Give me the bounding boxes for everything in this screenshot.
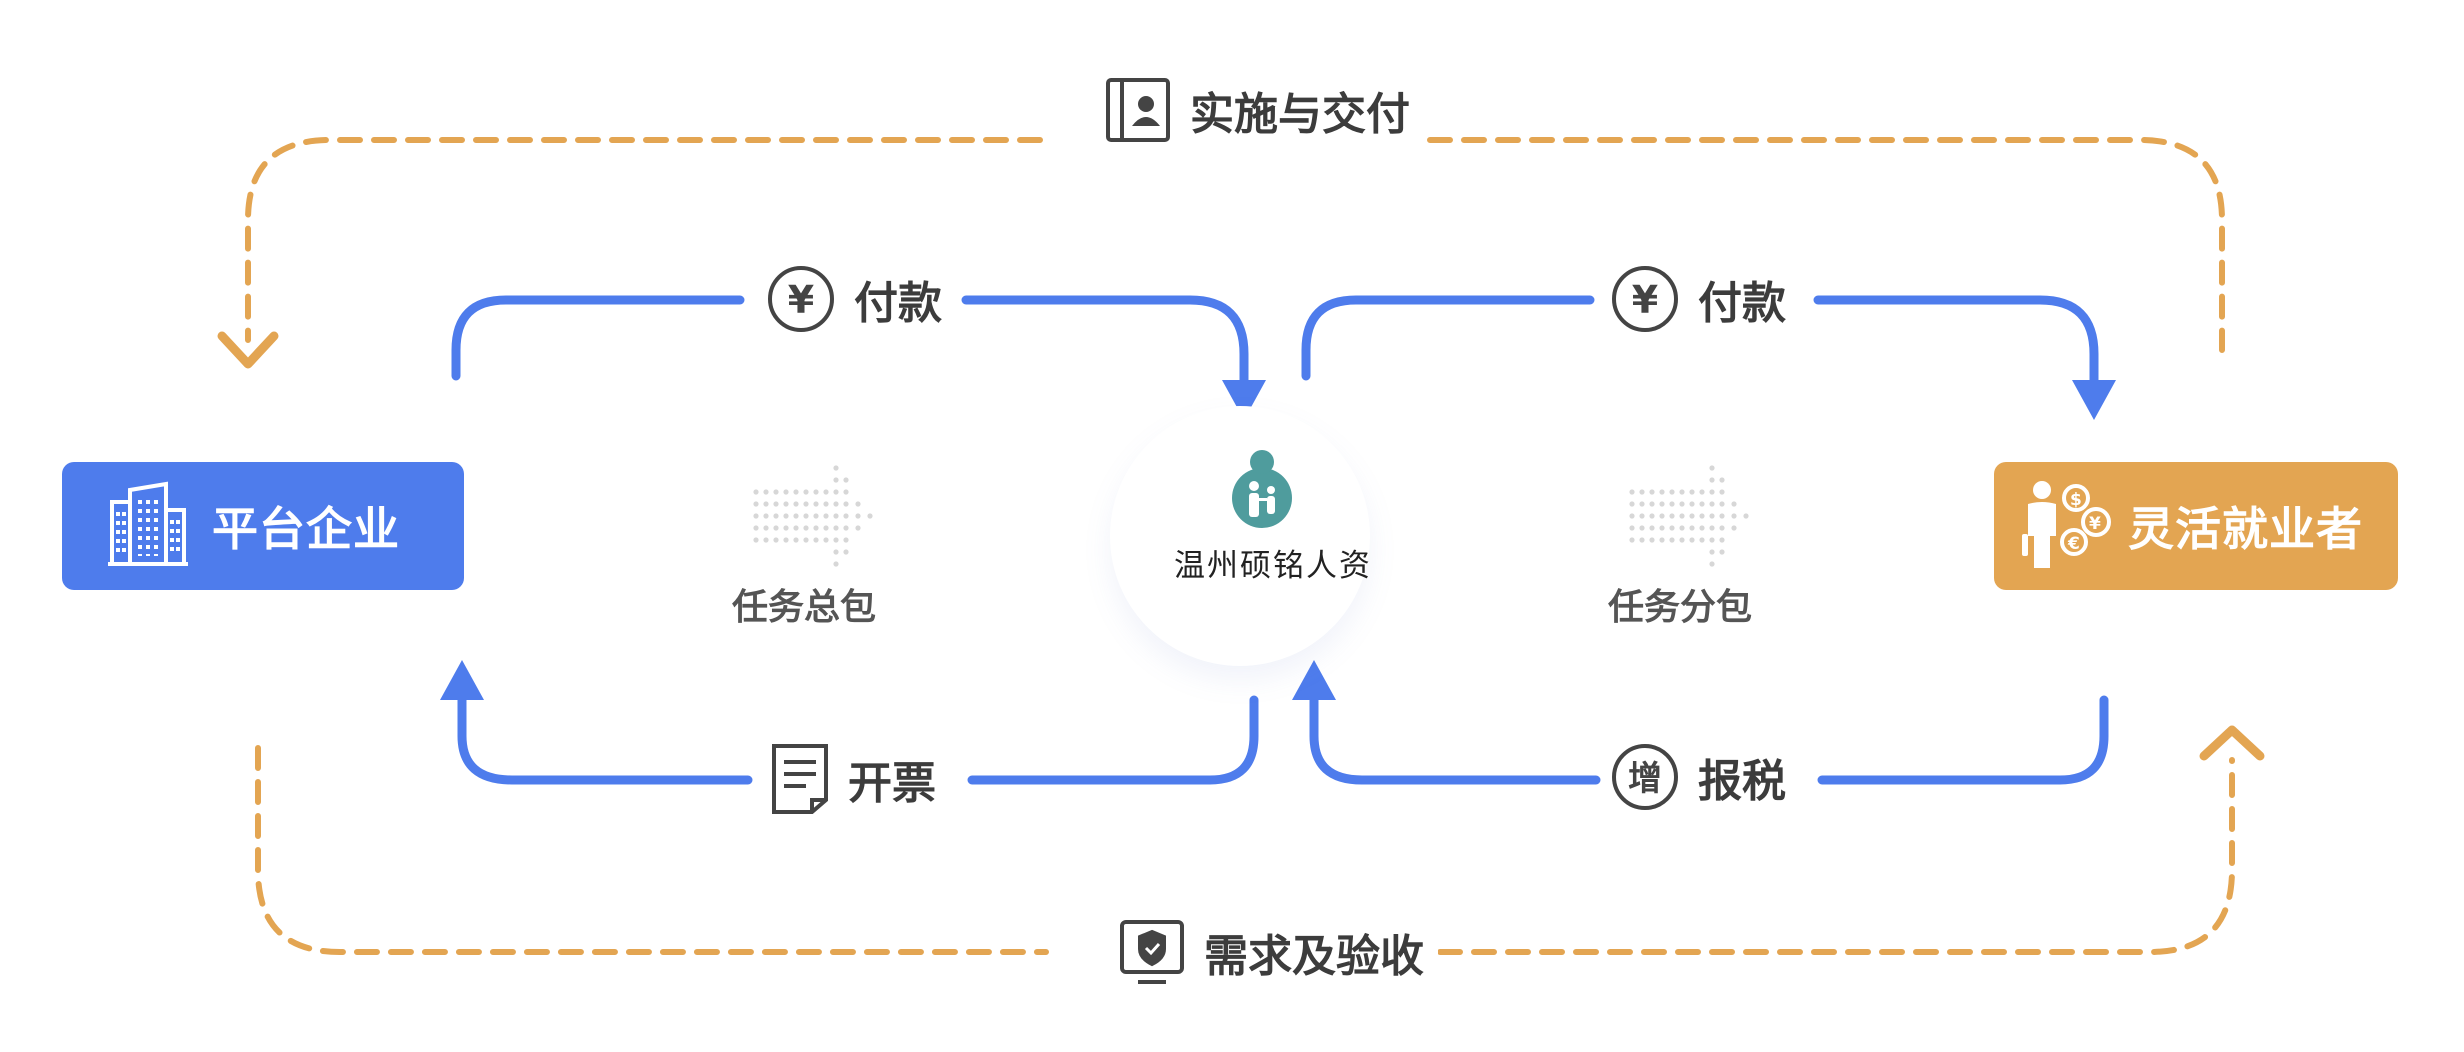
pay-right-path xyxy=(1301,295,2099,389)
document-icon xyxy=(770,742,830,816)
flow-label-delivery-text: 实施与交付 xyxy=(1190,89,1410,140)
flow-label-pay-right-text: 付款 xyxy=(1698,278,1786,329)
invoice-path xyxy=(457,691,1259,785)
shield-check-icon xyxy=(1118,918,1186,986)
flow-label-invoice-text: 开票 xyxy=(848,758,936,809)
zeng-circle-icon: 增 xyxy=(1610,742,1680,812)
company-name: 温州硕铭人资 xyxy=(1174,548,1372,584)
outer-arrowhead-down xyxy=(217,331,279,369)
pay-left-path xyxy=(451,295,1249,389)
freelancer-label: 灵活就业者 xyxy=(2128,502,2363,556)
pay-right-arrowhead xyxy=(2072,380,2116,420)
worker-coins-icon: $ ¥ € xyxy=(2020,476,2112,576)
flow-label-invoice: 开票 xyxy=(762,742,944,816)
dotted-arrow-icon-right xyxy=(1629,465,1749,567)
outer-top-left-path xyxy=(245,137,1043,343)
task-split-label: 任务分包 xyxy=(1608,587,1753,628)
platform-node: 平台企业 xyxy=(62,462,464,590)
outer-top-right-path xyxy=(1427,137,2225,353)
platform-label: 平台企业 xyxy=(212,502,400,556)
flow-label-pay-left: ¥ 付款 xyxy=(760,264,948,334)
invoice-arrowhead xyxy=(440,660,484,700)
svg-text:$: $ xyxy=(2070,490,2082,510)
svg-text:¥: ¥ xyxy=(1632,278,1658,322)
outer-bottom-right-path xyxy=(1437,757,2235,955)
center-hub xyxy=(1110,406,1370,666)
tax-path xyxy=(1309,691,2109,785)
flow-label-acceptance: 需求及验收 xyxy=(1104,918,1438,986)
svg-text:增: 增 xyxy=(1628,759,1662,799)
pay-left-arrowhead xyxy=(1222,380,1266,420)
tax-arrowhead xyxy=(1292,660,1336,700)
dotted-arrow-icon-left xyxy=(753,465,873,567)
svg-text:€: € xyxy=(2067,534,2080,554)
yuan-circle-icon: ¥ xyxy=(766,264,836,334)
flow-label-tax: 增 报税 xyxy=(1604,742,1792,812)
outer-arrowhead-up xyxy=(2199,725,2265,761)
flow-label-tax-text: 报税 xyxy=(1698,756,1786,807)
freelancer-node: $ ¥ € 灵活就业者 xyxy=(1994,462,2398,590)
id-card-icon xyxy=(1104,76,1172,144)
svg-text:¥: ¥ xyxy=(2089,514,2101,534)
svg-text:¥: ¥ xyxy=(788,278,814,322)
flow-label-pay-left-text: 付款 xyxy=(854,278,942,329)
family-logo-icon xyxy=(1230,448,1294,534)
flow-label-pay-right: ¥ 付款 xyxy=(1604,264,1792,334)
building-icon xyxy=(106,480,190,572)
yuan-circle-icon: ¥ xyxy=(1610,264,1680,334)
outer-bottom-left-path xyxy=(255,745,1049,955)
task-total-label: 任务总包 xyxy=(732,587,877,628)
flow-label-acceptance-text: 需求及验收 xyxy=(1204,931,1424,982)
flow-label-delivery: 实施与交付 xyxy=(1090,76,1424,144)
